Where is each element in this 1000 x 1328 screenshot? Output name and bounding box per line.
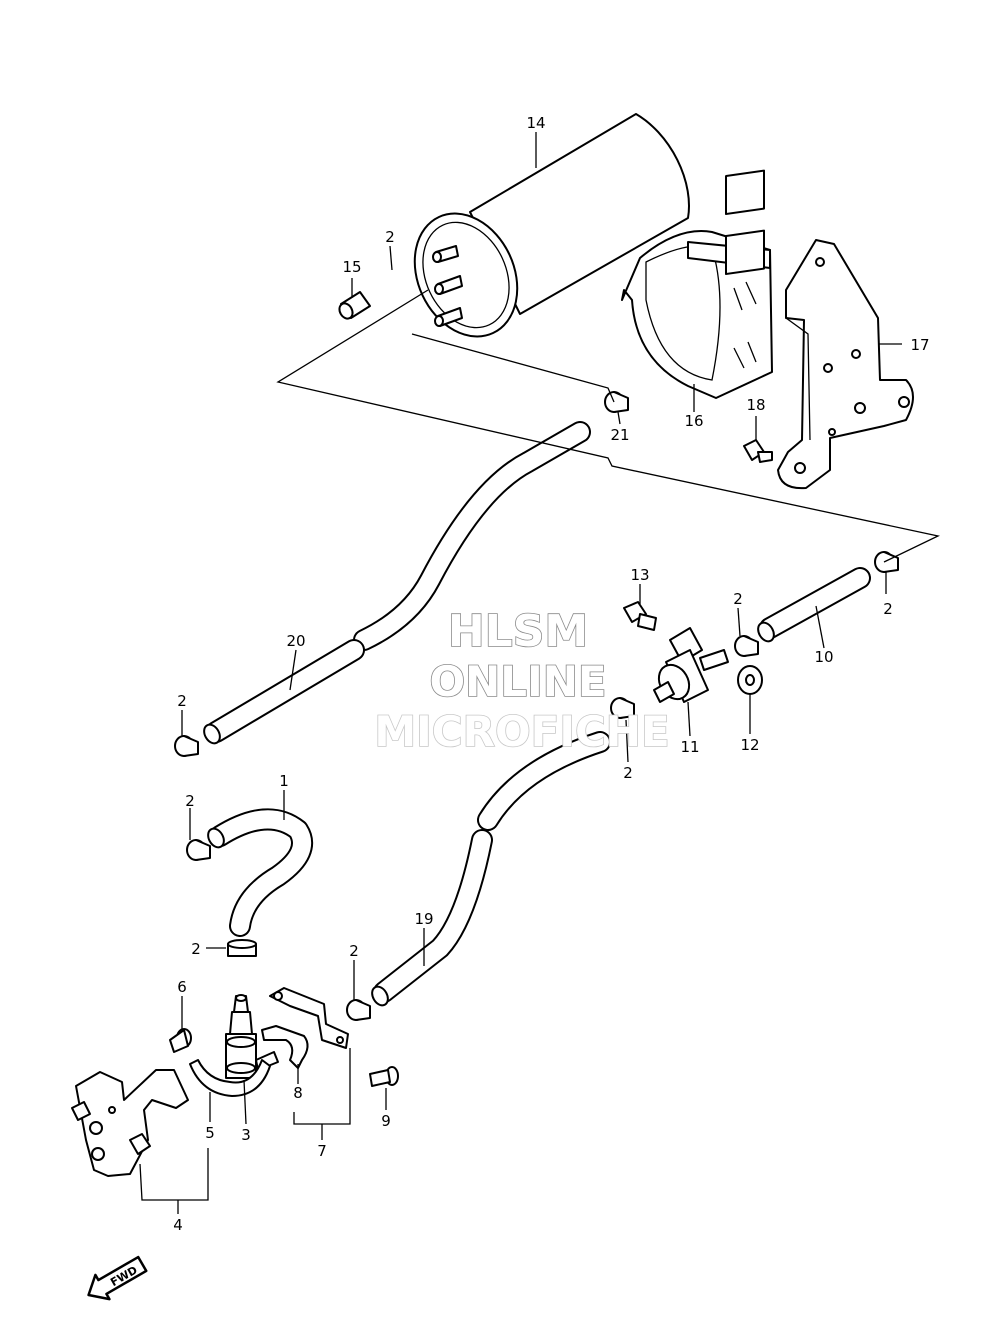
bolt-9 — [369, 1066, 399, 1087]
washer-12 — [737, 665, 763, 695]
valve-3 — [225, 994, 279, 1079]
bolt-18 — [743, 439, 773, 463]
hose-10 — [757, 567, 871, 643]
clamp-2-hose10-right — [874, 551, 899, 573]
clamp-2-hose1-top — [186, 839, 211, 861]
callout-4: 4 — [173, 1216, 183, 1234]
callout-11: 11 — [680, 738, 699, 756]
callout-2: 2 — [185, 792, 195, 810]
bracket-17 — [777, 239, 914, 490]
clamp-2-valve — [610, 697, 635, 719]
callout-1: 1 — [279, 772, 289, 790]
canister-holder — [621, 169, 773, 399]
callout-5: 5 — [205, 1124, 215, 1142]
callout-7: 7 — [317, 1142, 327, 1160]
callout-2: 2 — [349, 942, 359, 960]
callout-labels: 14 2 15 17 18 16 21 13 2 2 10 20 2 11 12… — [173, 114, 929, 1234]
routing-lines — [276, 289, 940, 563]
callout-2: 2 — [191, 940, 201, 958]
callout-20: 20 — [286, 632, 305, 650]
callout-16: 16 — [684, 412, 703, 430]
callout-10: 10 — [814, 648, 833, 666]
canister — [413, 113, 690, 338]
callout-14: 14 — [526, 114, 545, 132]
clamp-2-hose19 — [346, 999, 371, 1021]
canister-port-bottom — [434, 307, 463, 327]
callout-3: 3 — [241, 1126, 251, 1144]
band-5 — [189, 1059, 271, 1097]
cap-15 — [338, 291, 371, 320]
callout-19: 19 — [414, 910, 433, 928]
leader-lines — [139, 132, 902, 1214]
bracket-7 — [269, 987, 349, 1049]
callout-13: 13 — [630, 566, 649, 584]
callout-15: 15 — [342, 258, 361, 276]
callout-6: 6 — [177, 978, 187, 996]
hose-20 — [203, 421, 591, 745]
valve-11 — [653, 627, 729, 703]
callout-2: 2 — [385, 228, 395, 246]
hose-19 — [371, 731, 611, 1007]
callout-21: 21 — [610, 426, 629, 444]
callout-8: 8 — [293, 1084, 303, 1102]
clamp-2-hose10-left — [734, 635, 759, 657]
watermark-line-3: MICROFICHE — [374, 707, 669, 756]
callout-18: 18 — [746, 396, 765, 414]
watermark: HLSM ONLINE MICROFICHE — [374, 605, 671, 757]
canister-port-top — [432, 245, 459, 263]
clamp-2-hose20 — [174, 735, 199, 757]
clamp-21 — [604, 391, 629, 413]
canister-port-middle — [434, 275, 463, 295]
callout-17: 17 — [910, 336, 929, 354]
clamp-2-hose1-bottom — [227, 939, 257, 957]
callout-2: 2 — [177, 692, 187, 710]
callout-2: 2 — [623, 764, 633, 782]
watermark-line-2: ONLINE — [429, 657, 606, 706]
fwd-arrow-icon: FWD — [87, 1255, 148, 1301]
callout-2: 2 — [733, 590, 743, 608]
hose-1 — [207, 808, 313, 937]
callout-9: 9 — [381, 1112, 391, 1130]
watermark-line-1: HLSM — [448, 606, 588, 657]
callout-2: 2 — [883, 600, 893, 618]
bracket-4 — [71, 1069, 189, 1177]
bolt-13 — [623, 601, 657, 631]
bolt-6 — [169, 1028, 192, 1053]
callout-12: 12 — [740, 736, 759, 754]
